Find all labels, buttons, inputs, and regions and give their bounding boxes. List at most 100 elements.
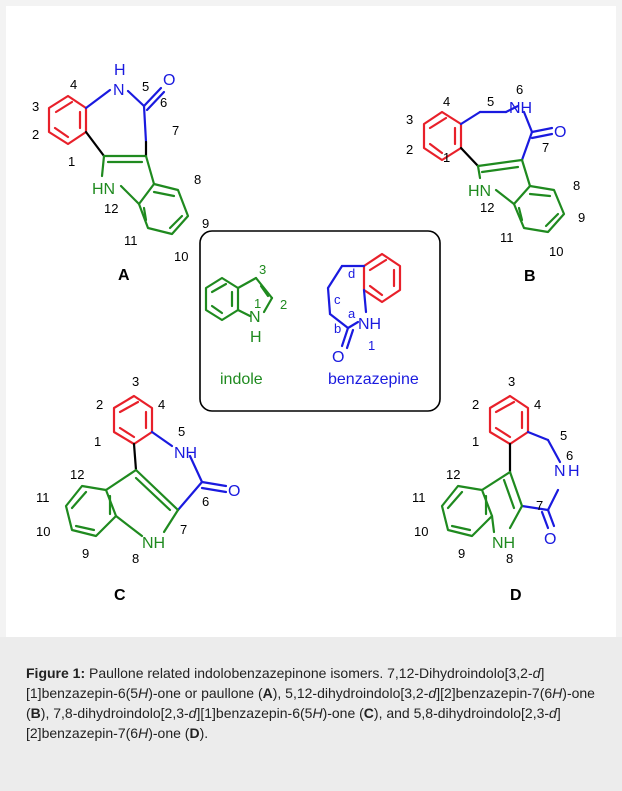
inset-indole: [204, 276, 274, 322]
b-indole-double: [528, 192, 552, 198]
caption-ref-d: D: [189, 725, 200, 741]
structure-b-bonds: [422, 104, 566, 234]
inset-box: N H 1 2 3 indole NH O 1 a b c d benzazep…: [199, 230, 441, 412]
a-num-11: 11: [124, 233, 138, 248]
a-indole-double: [152, 190, 176, 198]
a-num-7: 7: [172, 123, 179, 138]
inset-benzazepine-nh: NH: [358, 316, 381, 333]
d-atom-o: O: [544, 531, 556, 548]
inset-benzazepine-bond: [362, 288, 368, 314]
caption-part: ][2]benzazepin-7(6: [26, 705, 561, 741]
inset-indole-double: [210, 282, 228, 294]
c-atom-o: O: [228, 483, 240, 500]
b-indole-benzene: [512, 184, 566, 234]
a-num-4: 4: [70, 77, 77, 92]
a-atom-o: O: [163, 72, 175, 89]
figure-diagram: H N O HN 1 2 3 4 5 6 7 8 9 10 11 12 A: [32, 62, 585, 604]
c-num-5: 5: [178, 424, 185, 439]
b-indole-double: [517, 206, 524, 222]
a-num-3: 3: [32, 99, 39, 114]
c-indole-bond: [132, 442, 138, 472]
inset-benzazepine-bond: [346, 320, 360, 330]
d-num-8: 8: [506, 551, 513, 566]
d-indole-bond: [508, 470, 524, 508]
caption-italic: d: [549, 705, 557, 721]
c-num-1: 1: [94, 434, 101, 449]
b-num-8: 8: [573, 178, 580, 193]
caption-part: ), 5,12-dihydroindolo[3,2-: [272, 685, 429, 701]
d-azepine-bond: [540, 510, 550, 530]
structure-d: N H O NH 1 2 3 4 5 6 7 8 9 10 11 12 D: [412, 374, 580, 604]
a-label: A: [118, 267, 130, 284]
caption-part: ][2]benzazepin-7(6: [436, 685, 553, 701]
b-azepine-bond: [530, 132, 554, 140]
b-indole-bond: [476, 164, 482, 180]
a-indole-double: [168, 214, 184, 230]
c-num-6: 6: [202, 494, 209, 509]
b-atom-o: O: [554, 124, 566, 141]
d-num-2: 2: [472, 397, 479, 412]
inset-indole-bond: [236, 276, 258, 290]
c-atom-nh: NH: [174, 445, 197, 462]
b-num-10: 10: [549, 244, 563, 259]
a-num-5: 5: [142, 79, 149, 94]
inset-benzazepine-bond: [326, 264, 344, 290]
c-num-3: 3: [132, 374, 139, 389]
a-num-6: 6: [160, 95, 167, 110]
inset-benzazepine-c: c: [334, 292, 341, 307]
caption-italic: d: [188, 705, 197, 721]
c-indole-bond: [162, 508, 180, 534]
d-num-9: 9: [458, 546, 465, 561]
d-num-7: 7: [536, 498, 543, 513]
b-num-11: 11: [500, 230, 514, 245]
a-num-12: 12: [104, 201, 118, 216]
c-indole-bond: [134, 476, 172, 512]
d-atom-n: N: [554, 463, 566, 480]
inset-benzazepine-bond: [328, 312, 350, 330]
caption-italic: H: [552, 685, 563, 701]
c-num-11: 11: [36, 490, 50, 505]
c-azepine-bond: [176, 480, 204, 512]
b-indole-double: [544, 212, 560, 228]
caption-text: Figure 1: Paullone related indolobenzaze…: [26, 663, 596, 743]
a-num-8: 8: [194, 172, 201, 187]
d-atom-h: H: [568, 463, 580, 480]
caption-ref-a: A: [262, 685, 273, 701]
caption-ref-c: C: [363, 705, 374, 721]
inset-indole-bond: [254, 276, 274, 300]
c-atom-nh-indole: NH: [142, 535, 165, 552]
inset-indole-num1: 1: [254, 296, 261, 311]
caption-italic: d: [532, 665, 541, 681]
inset-benzazepine-o: O: [332, 349, 344, 366]
a-num-1: 1: [68, 154, 75, 169]
a-indole-bond: [144, 154, 156, 186]
d-indole-bond: [490, 514, 496, 534]
b-label: B: [524, 268, 536, 285]
inset-benzazepine-bond: [326, 286, 332, 316]
a-azepine-bond: [126, 89, 146, 108]
inset-benzazepine-a: a: [348, 306, 356, 321]
caption-part: ).: [199, 725, 209, 741]
c-benzene-double: [118, 400, 140, 414]
b-indole-bond: [520, 158, 532, 188]
inset-benzazepine-num1: 1: [368, 338, 375, 353]
d-azepine-bond: [546, 438, 562, 464]
structure-a-bonds: [47, 86, 190, 236]
inset-indole-bond: [262, 296, 274, 314]
b-indole-bond: [494, 188, 516, 206]
d-benzene-double: [494, 426, 512, 439]
a-num-9: 9: [202, 216, 209, 231]
caption-part: ), 7,8-dihydroindolo[2,3-: [40, 705, 189, 721]
c-num-10: 10: [36, 524, 50, 539]
b-indole-bond: [480, 165, 520, 174]
c-num-8: 8: [132, 551, 139, 566]
inset-benzazepine-d: d: [348, 266, 355, 281]
caption-label: Figure 1:: [26, 665, 86, 681]
d-num-1: 1: [472, 434, 479, 449]
structure-c: NH O NH 1 2 3 4 5 6 7 8 9 10 11 12 C: [36, 374, 240, 604]
d-indole-double: [450, 524, 472, 532]
structure-a: H N O HN 1 2 3 4 5 6 7 8 9 10 11 12 A: [32, 62, 209, 284]
structure-c-bonds: [64, 394, 228, 538]
d-num-10: 10: [414, 524, 428, 539]
c-indole-double: [70, 490, 88, 510]
